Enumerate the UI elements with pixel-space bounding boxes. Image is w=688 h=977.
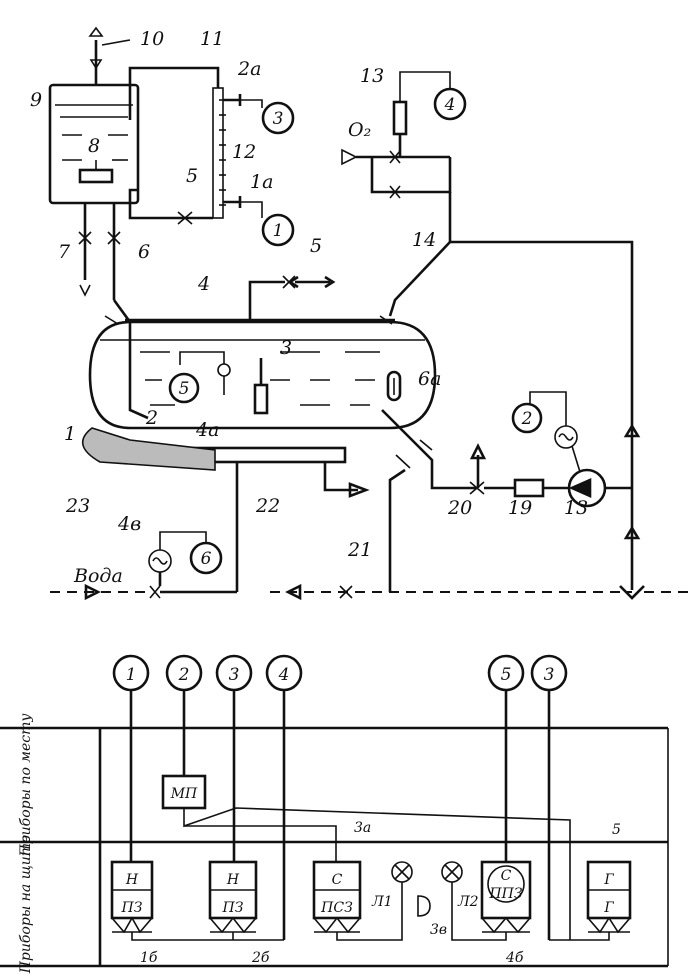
label-11: 11 bbox=[200, 28, 224, 50]
instrument-circle-5-vessel-label: 5 bbox=[179, 379, 190, 399]
instrument-circle-1-label: 1 bbox=[273, 221, 284, 241]
panel-circle-4-label: 4 bbox=[278, 665, 290, 685]
label-5-top: 5 bbox=[310, 235, 322, 257]
label-5-panel: 5 bbox=[612, 822, 621, 838]
box1-bottom: ПЗ bbox=[121, 900, 143, 916]
label-1a: 1а bbox=[250, 171, 273, 193]
label-6a: 6а bbox=[418, 368, 441, 390]
panel-circle-2 bbox=[165, 654, 203, 692]
outlet-line bbox=[381, 391, 632, 592]
tank-9 bbox=[48, 26, 140, 205]
row-label-local: Приборы по месту bbox=[18, 713, 34, 858]
instrument-circle-4 bbox=[433, 87, 467, 121]
label-3v: 3в bbox=[430, 922, 447, 938]
label-2a: 2а bbox=[237, 58, 261, 80]
instrument-circle-1 bbox=[261, 213, 295, 247]
box2-top: Н bbox=[226, 872, 240, 888]
label-2: 2 bbox=[145, 407, 158, 429]
instrument-circle-6-label: 6 bbox=[201, 549, 212, 569]
label-voda: Вода bbox=[73, 565, 123, 587]
panel-circle-6 bbox=[530, 654, 568, 692]
box3-bottom: ПСЗ bbox=[320, 900, 353, 916]
row-label-panel: Приборы на щите bbox=[18, 835, 34, 975]
box5-top: Г bbox=[603, 872, 614, 888]
valves-6-7 bbox=[78, 203, 121, 300]
label-19: 19 bbox=[508, 497, 532, 519]
box1-top: Н bbox=[125, 872, 139, 888]
panel-circle-2-label: 2 bbox=[178, 665, 190, 685]
box4-top: С bbox=[501, 868, 512, 884]
box5-bottom: Г bbox=[603, 900, 614, 916]
instrument-circle-6 bbox=[189, 541, 223, 575]
label-8: 8 bbox=[88, 135, 100, 157]
panel-circle-5 bbox=[487, 654, 525, 692]
label-23: 23 bbox=[65, 495, 90, 517]
label-6: 6 bbox=[138, 241, 150, 263]
label-12: 12 bbox=[232, 141, 256, 163]
label-14: 14 bbox=[412, 229, 436, 251]
label-21: 21 bbox=[347, 539, 372, 561]
label-9: 9 bbox=[30, 89, 42, 111]
label-13-top: 13 bbox=[360, 65, 384, 87]
instrument-circle-2 bbox=[511, 402, 543, 434]
instrument-circle-3-label: 3 bbox=[273, 109, 284, 129]
box3-top: С bbox=[332, 872, 343, 888]
label-4b: 4б bbox=[505, 950, 524, 966]
label-22: 22 bbox=[255, 495, 280, 517]
panel-circle-6-label: 3 bbox=[544, 665, 555, 685]
label-4v: 4в bbox=[117, 513, 141, 535]
label-2b: 2б bbox=[251, 950, 270, 966]
label-4: 4 bbox=[197, 273, 210, 295]
panel-circle-3-label: 3 bbox=[229, 665, 240, 685]
instrument-circle-3 bbox=[261, 101, 295, 135]
box4-bottom: ППЗ bbox=[488, 886, 522, 902]
panel-circle-1-label: 1 bbox=[126, 665, 137, 685]
instrument-circle-2-label: 2 bbox=[521, 409, 533, 429]
level-gauge-12 bbox=[128, 66, 263, 225]
box2-bottom: ПЗ bbox=[222, 900, 244, 916]
panel-circle-3 bbox=[215, 654, 253, 692]
label-4a: 4а bbox=[195, 419, 219, 441]
label-1: 1 bbox=[64, 423, 76, 445]
mp-label: МП bbox=[170, 786, 198, 802]
label-L1: Л1 bbox=[371, 894, 393, 910]
panel-circle-5-label: 5 bbox=[501, 665, 512, 685]
main-vessel-1 bbox=[82, 299, 437, 592]
instrument-panel bbox=[0, 690, 669, 968]
label-1b: 1б bbox=[140, 950, 158, 966]
panel-circle-4 bbox=[265, 654, 303, 692]
instrument-circle-5-vessel bbox=[168, 372, 200, 404]
oxygen-line bbox=[341, 71, 641, 590]
water-line bbox=[50, 531, 688, 601]
label-o2: О₂ bbox=[348, 119, 371, 141]
top-line-4 bbox=[104, 275, 395, 325]
label-L2: Л2 bbox=[457, 894, 479, 910]
label-5-gauge: 5 bbox=[186, 165, 198, 187]
label-10: 10 bbox=[140, 28, 164, 50]
label-3: 3 bbox=[280, 337, 292, 359]
label-20: 20 bbox=[447, 497, 472, 519]
instrument-circle-4-label: 4 bbox=[444, 95, 456, 115]
label-13-pump: 13 bbox=[564, 497, 588, 519]
label-3a: 3а bbox=[354, 820, 371, 836]
label-7: 7 bbox=[58, 241, 71, 263]
float-8 bbox=[78, 168, 114, 184]
panel-circle-1 bbox=[112, 654, 150, 692]
